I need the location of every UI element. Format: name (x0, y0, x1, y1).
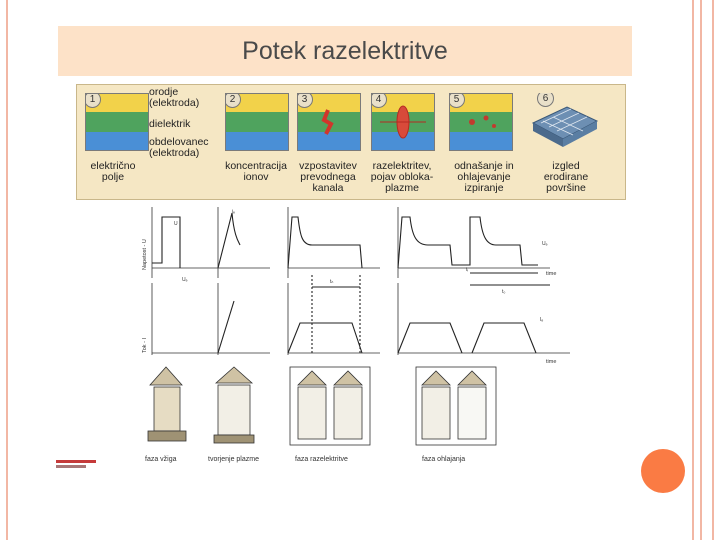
stage-1-caption: električno polje (90, 160, 136, 183)
publisher-logo (56, 456, 96, 470)
mark-u: U (174, 221, 178, 227)
stage-6-caption: izgled erodirane površine (543, 160, 589, 194)
stage-3-number: 3 (298, 94, 313, 108)
layer-label-middle: dielektrik (149, 118, 191, 130)
stage-2-panel: 2 (225, 93, 289, 151)
frame-line-right-3 (712, 0, 714, 540)
slide-title: Potek razelektritve (242, 36, 448, 65)
stage-2-number: 2 (226, 94, 241, 108)
phase-caption-3: faza razelektritve (295, 456, 348, 463)
stage-1-number: 1 (86, 94, 101, 108)
frame-line-right-1 (692, 0, 694, 540)
phase-caption-2: tvorjenje plazme (208, 456, 259, 463)
phase-caption-1: faza vžiga (145, 456, 177, 463)
mark-ie: Iₑ (540, 317, 543, 323)
stage-6-number: 6 (537, 93, 554, 107)
phase-caption-4: faza ohlajanja (422, 456, 466, 463)
stage-4-caption: razelektritev, pojav obloka-plazme (370, 160, 434, 194)
debris-flush-icon (469, 115, 496, 128)
stage-4-number: 4 (372, 94, 387, 108)
time-label-top: time (546, 271, 556, 277)
stage-4-panel: 4 (371, 93, 435, 151)
layer-label-top: orodje (elektroda) (149, 86, 200, 109)
eroded-surface-icon (531, 106, 599, 147)
time-label-bottom: time (546, 359, 556, 365)
stage-5-panel: 5 (449, 93, 513, 151)
discharge-diagram: Napetost - U Tok - I time time U Uₑ tₙ t… (142, 207, 570, 446)
stage-2-caption: koncentracija ionov (225, 160, 287, 183)
frame-line-left (6, 0, 8, 540)
accent-circle (641, 449, 685, 493)
ylabel-voltage: Napetost - U (142, 239, 148, 270)
stage-5-caption: odnašanje in ohlajevanje izpiranje (454, 160, 514, 194)
plasma-arc-icon (380, 105, 426, 139)
stage-3-panel: 3 (297, 93, 361, 151)
mark-ue2: Uₑ (542, 241, 548, 247)
mark-ie2: iₑ (232, 209, 235, 215)
layer-label-bottom: obdelovanec (elektroda) (149, 136, 209, 159)
frame-line-right-2 (700, 0, 702, 540)
stage-3-caption: vzpostavitev prevodnega kanala (299, 160, 357, 194)
mark-ue: Uₑ (182, 277, 188, 283)
mark-ti: tᵢ (466, 267, 468, 273)
ylabel-current: Tok - I (142, 338, 148, 353)
mark-to: t₀ (502, 289, 505, 295)
title-bar: Potek razelektritve (58, 26, 632, 76)
channel-spark-icon (321, 109, 334, 135)
stage-5-number: 5 (450, 94, 465, 108)
stage-6-panel: 6 (529, 93, 599, 149)
mark-td: tₙ (330, 279, 333, 285)
stage-1-panel: 1 (85, 93, 149, 151)
stage-strip: 1 orodje (elektroda) dielektrik obdelova… (76, 84, 626, 200)
